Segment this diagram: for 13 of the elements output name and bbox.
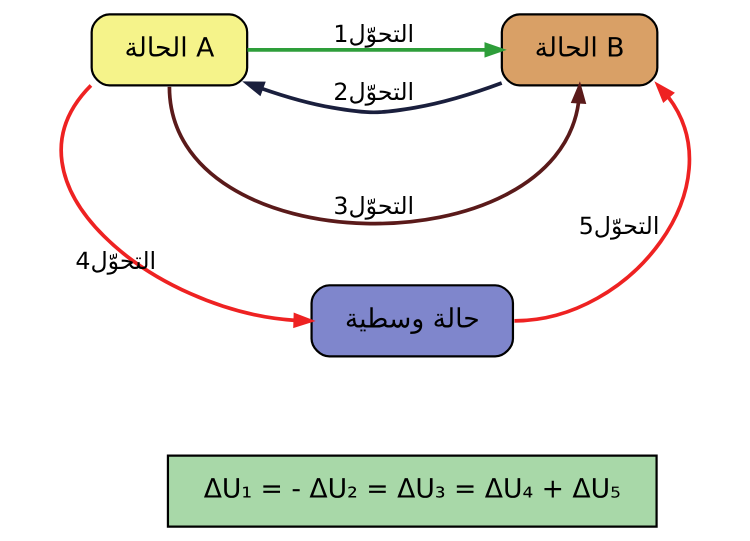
- node-box: حالة وسطية: [310, 284, 514, 358]
- edge-label: التحوّل2: [332, 78, 414, 106]
- arrow: [242, 81, 502, 114]
- arrow: [167, 81, 586, 226]
- edge-label: التحوّل5: [578, 212, 659, 240]
- node-box: الحالة A: [90, 13, 248, 87]
- edge-label: التحوّل3: [332, 192, 414, 220]
- node-box: الحالة B: [500, 13, 658, 87]
- arrow: [60, 84, 316, 328]
- node-box: ΔU₁ = - ΔU₂ = ΔU₃ = ΔU₄ + ΔU₅: [166, 454, 658, 528]
- edge-label: التحوّل1: [332, 20, 414, 48]
- arrow: [247, 42, 506, 58]
- arrow: [514, 81, 690, 323]
